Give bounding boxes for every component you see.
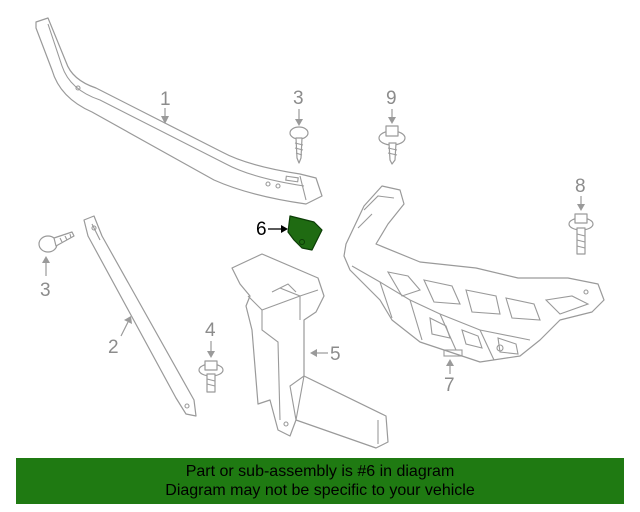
callout-label-4: 4 xyxy=(205,320,216,341)
part-5-lower-bracket xyxy=(231,253,389,449)
part-8-bolt xyxy=(568,213,594,255)
callout-4: 4 xyxy=(205,320,216,358)
callout-label-7: 7 xyxy=(444,375,455,396)
callout-8: 8 xyxy=(575,176,586,211)
part-2-diagonal-strut xyxy=(83,215,197,417)
callout-7: 7 xyxy=(444,359,455,396)
part-3b-screw xyxy=(38,231,75,253)
callout-label-3b: 3 xyxy=(40,280,51,301)
info-banner: Part or sub-assembly is #6 in diagram Di… xyxy=(16,458,624,504)
banner-line-2: Diagram may not be specific to your vehi… xyxy=(165,482,475,499)
banner-line-1: Part or sub-assembly is #6 in diagram xyxy=(185,463,455,480)
part-6-bracket-highlighted xyxy=(287,215,323,251)
callout-label-3a: 3 xyxy=(293,88,304,109)
callout-3b: 3 xyxy=(40,256,51,301)
callout-3a: 3 xyxy=(293,88,304,126)
callout-9: 9 xyxy=(386,88,397,124)
callout-label-5: 5 xyxy=(330,344,341,365)
callout-2: 2 xyxy=(108,316,132,358)
callout-1: 1 xyxy=(160,89,171,124)
part-7-bracket-assembly xyxy=(343,185,605,363)
callout-label-9: 9 xyxy=(386,88,397,109)
callout-label-8: 8 xyxy=(575,176,586,197)
part-1-upper-support-bar xyxy=(35,17,323,205)
callout-label-6: 6 xyxy=(256,219,267,240)
callout-6: 6 xyxy=(256,219,288,240)
part-3a-screw xyxy=(289,126,309,164)
callout-5: 5 xyxy=(310,344,341,365)
part-9-flange-screw xyxy=(378,125,406,165)
callout-label-1: 1 xyxy=(160,89,171,110)
callout-label-2: 2 xyxy=(108,337,119,358)
part-4-flange-bolt xyxy=(198,360,224,393)
